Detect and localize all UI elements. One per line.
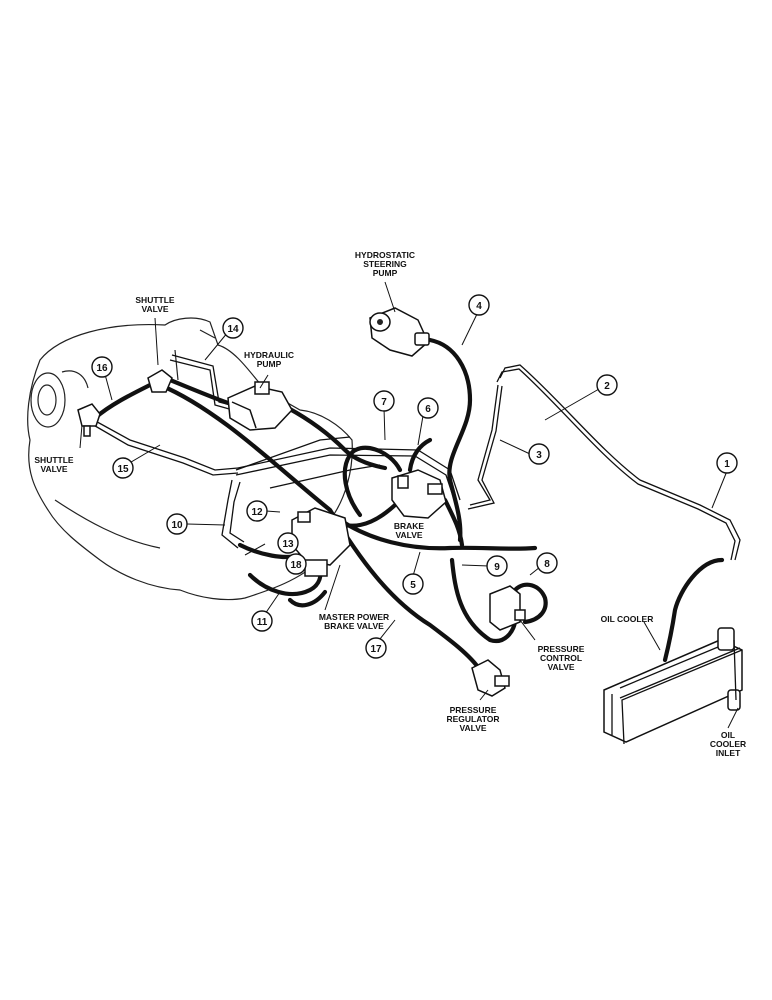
svg-text:VALVE: VALVE bbox=[40, 464, 67, 474]
callout-14: 14 bbox=[222, 317, 244, 339]
svg-text:STEERING: STEERING bbox=[363, 259, 407, 269]
label-pressure-control-valve: PRESSURE CONTROL VALVE bbox=[538, 644, 585, 672]
shuttle-valve-top bbox=[147, 369, 173, 393]
components bbox=[77, 307, 743, 745]
svg-text:HYDROSTATIC: HYDROSTATIC bbox=[355, 250, 415, 260]
svg-text:17: 17 bbox=[370, 644, 382, 655]
svg-text:1: 1 bbox=[724, 459, 730, 470]
svg-text:11: 11 bbox=[257, 617, 268, 628]
callout-15: 15 bbox=[112, 457, 134, 479]
svg-text:VALVE: VALVE bbox=[395, 530, 422, 540]
callout-13: 13 bbox=[277, 532, 299, 554]
callout-12: 12 bbox=[246, 500, 268, 522]
svg-text:14: 14 bbox=[227, 324, 239, 335]
shuttle-valve-left bbox=[77, 403, 101, 437]
callout-16: 16 bbox=[91, 356, 113, 378]
svg-text:8: 8 bbox=[544, 559, 550, 570]
callouts: 1 2 3 4 5 6 7 8 9 10 11 12 13 14 15 16 1… bbox=[91, 294, 738, 659]
brake-valve bbox=[391, 469, 447, 519]
svg-text:18: 18 bbox=[290, 560, 302, 571]
callout-7: 7 bbox=[373, 390, 395, 412]
svg-text:12: 12 bbox=[251, 507, 263, 518]
svg-text:HYDRAULIC: HYDRAULIC bbox=[244, 350, 294, 360]
callout-11: 11 bbox=[251, 610, 273, 632]
oil-cooler bbox=[603, 627, 743, 745]
svg-text:6: 6 bbox=[425, 404, 431, 415]
svg-text:BRAKE: BRAKE bbox=[394, 521, 425, 531]
svg-text:5: 5 bbox=[410, 580, 416, 591]
pressure-regulator-valve bbox=[471, 659, 510, 697]
svg-text:INLET: INLET bbox=[716, 748, 741, 758]
svg-text:3: 3 bbox=[536, 450, 542, 461]
svg-text:7: 7 bbox=[381, 397, 387, 408]
callout-3: 3 bbox=[528, 443, 550, 465]
svg-text:PRESSURE: PRESSURE bbox=[450, 705, 497, 715]
svg-text:SHUTTLE: SHUTTLE bbox=[135, 295, 175, 305]
svg-text:COOLER: COOLER bbox=[710, 739, 746, 749]
callout-17: 17 bbox=[365, 637, 387, 659]
callout-2: 2 bbox=[596, 374, 618, 396]
label-shuttle-valve-left: SHUTTLE VALVE bbox=[34, 455, 74, 474]
svg-text:PRESSURE: PRESSURE bbox=[538, 644, 585, 654]
svg-text:2: 2 bbox=[604, 381, 610, 392]
svg-text:MASTER POWER: MASTER POWER bbox=[319, 612, 389, 622]
callout-18: 18 bbox=[285, 553, 307, 575]
label-pressure-regulator-valve: PRESSURE REGULATOR VALVE bbox=[446, 705, 499, 733]
label-oil-cooler-inlet: OIL COOLER INLET bbox=[710, 730, 746, 758]
label-brake-valve: BRAKE VALVE bbox=[394, 521, 425, 540]
svg-text:15: 15 bbox=[117, 464, 129, 475]
label-oil-cooler: OIL COOLER bbox=[601, 614, 654, 624]
label-hydrostatic-steering-pump: HYDROSTATIC STEERING PUMP bbox=[355, 250, 415, 278]
callout-4: 4 bbox=[468, 294, 490, 316]
callout-8: 8 bbox=[536, 552, 558, 574]
svg-text:BRAKE VALVE: BRAKE VALVE bbox=[324, 621, 384, 631]
svg-text:SHUTTLE: SHUTTLE bbox=[34, 455, 74, 465]
hydraulic-pump bbox=[227, 381, 293, 431]
svg-text:PUMP: PUMP bbox=[373, 268, 398, 278]
svg-text:16: 16 bbox=[96, 363, 108, 374]
callout-5: 5 bbox=[402, 573, 424, 595]
callout-10: 10 bbox=[166, 513, 188, 535]
svg-text:OIL: OIL bbox=[721, 730, 735, 740]
label-shuttle-valve-top: SHUTTLE VALVE bbox=[135, 295, 175, 314]
svg-text:CONTROL: CONTROL bbox=[540, 653, 582, 663]
svg-text:VALVE: VALVE bbox=[547, 662, 574, 672]
label-master-power-brake-valve: MASTER POWER BRAKE VALVE bbox=[319, 612, 389, 631]
pressure-control-valve bbox=[489, 585, 526, 631]
svg-text:VALVE: VALVE bbox=[141, 304, 168, 314]
svg-text:REGULATOR: REGULATOR bbox=[446, 714, 499, 724]
engine-outline bbox=[27, 317, 353, 601]
svg-text:10: 10 bbox=[171, 520, 183, 531]
hydrostatic-steering-pump bbox=[369, 307, 430, 357]
component-labels: HYDROSTATIC STEERING PUMP SHUTTLE VALVE … bbox=[34, 250, 746, 758]
svg-text:13: 13 bbox=[282, 539, 294, 550]
svg-text:9: 9 bbox=[494, 562, 500, 573]
svg-text:4: 4 bbox=[476, 301, 482, 312]
callout-6: 6 bbox=[417, 397, 439, 419]
svg-text:OIL COOLER: OIL COOLER bbox=[601, 614, 654, 624]
callout-9: 9 bbox=[486, 555, 508, 577]
svg-text:VALVE: VALVE bbox=[459, 723, 486, 733]
label-hydraulic-pump: HYDRAULIC PUMP bbox=[244, 350, 294, 369]
callout-1: 1 bbox=[716, 452, 738, 474]
svg-text:PUMP: PUMP bbox=[257, 359, 282, 369]
